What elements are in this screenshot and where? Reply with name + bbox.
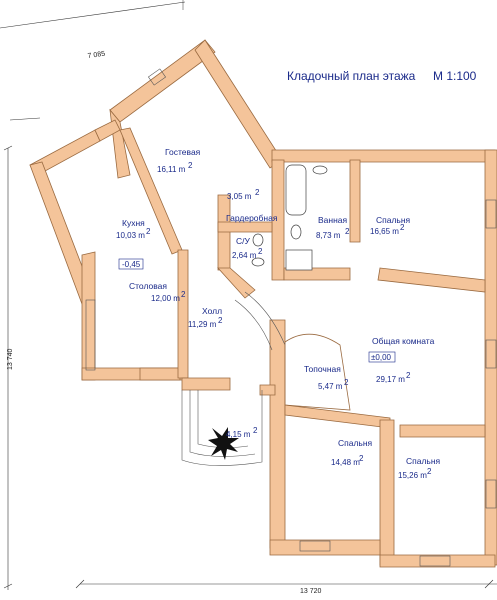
room-name-stolovaya: Столовая bbox=[129, 281, 167, 291]
room-name-su: С/У bbox=[236, 236, 251, 246]
plan-title: Кладочный план этажа bbox=[287, 69, 416, 83]
dim-top: 7 085 bbox=[87, 51, 105, 60]
bathtub-icon bbox=[285, 164, 307, 216]
room-name-kuhnya: Кухня bbox=[122, 218, 145, 228]
room-name-obshaya: Общая комната bbox=[372, 336, 435, 346]
svg-text:2: 2 bbox=[146, 227, 151, 236]
wc-sink-icon bbox=[251, 257, 265, 267]
room-area-spalnya1: 16,65 m bbox=[370, 227, 399, 236]
svg-text:2: 2 bbox=[258, 247, 263, 256]
stairs bbox=[181, 291, 286, 466]
dim-bottom: 13 720 bbox=[300, 588, 322, 595]
room-name-garderob: Гардеробная bbox=[226, 213, 278, 223]
room-name-spalnya3: Спальня bbox=[406, 456, 441, 466]
svg-text:2: 2 bbox=[400, 223, 405, 232]
svg-text:2: 2 bbox=[255, 188, 260, 197]
room-area-topochnaya: 5,47 m bbox=[318, 382, 343, 391]
room-area-su: 2,64 m bbox=[232, 251, 257, 260]
shower-icon bbox=[285, 249, 313, 271]
svg-text:2: 2 bbox=[218, 316, 223, 325]
svg-text:2: 2 bbox=[427, 467, 432, 476]
toilet-icon bbox=[290, 224, 302, 240]
dim-left: 13 740 bbox=[7, 348, 14, 370]
sink-icon bbox=[312, 165, 328, 175]
room-area-vannaya: 8,73 m bbox=[316, 231, 341, 240]
level-common: ±0,00 bbox=[371, 353, 392, 362]
svg-text:2: 2 bbox=[344, 378, 349, 387]
room-name-holl: Холл bbox=[202, 306, 222, 316]
room-area-kuhnya: 10,03 m bbox=[116, 231, 145, 240]
level-kitchen: -0,45 bbox=[122, 260, 141, 269]
room-name-topochnaya: Топочная bbox=[304, 364, 341, 374]
room-labels: Гостевая 16,11 m 2 Кухня 10,03 m 2 -0,45… bbox=[116, 147, 441, 480]
svg-text:2: 2 bbox=[181, 290, 186, 299]
walls bbox=[29, 39, 497, 568]
room-area-gostevaya: 16,11 m bbox=[157, 165, 186, 174]
room-name-spalnya2: Спальня bbox=[338, 438, 373, 448]
plan-scale: М 1:100 bbox=[433, 69, 477, 83]
room-area-obshaya: 29,17 m bbox=[376, 375, 405, 384]
svg-text:2: 2 bbox=[253, 426, 258, 435]
svg-text:2: 2 bbox=[406, 371, 411, 380]
room-area-spalnya3: 15,26 m bbox=[398, 471, 427, 480]
svg-text:2: 2 bbox=[345, 227, 350, 236]
room-area-garderob: 3,05 m bbox=[227, 192, 252, 201]
room-area-kryltso: 4,15 m bbox=[226, 430, 251, 439]
bath-fixtures bbox=[251, 164, 328, 271]
room-name-spalnya1: Спальня bbox=[376, 215, 411, 225]
room-area-stolovaya: 12,00 m bbox=[151, 294, 180, 303]
heating-symbol-icon bbox=[208, 427, 239, 460]
room-area-holl: 11,29 m bbox=[188, 320, 217, 329]
windows bbox=[85, 68, 497, 567]
svg-text:2: 2 bbox=[188, 161, 193, 170]
room-name-vannaya: Ванная bbox=[318, 215, 348, 225]
wc-toilet-icon bbox=[252, 233, 264, 247]
room-area-spalnya2: 14,48 m bbox=[331, 458, 360, 467]
svg-text:2: 2 bbox=[359, 454, 364, 463]
room-name-gostevaya: Гостевая bbox=[165, 147, 201, 157]
